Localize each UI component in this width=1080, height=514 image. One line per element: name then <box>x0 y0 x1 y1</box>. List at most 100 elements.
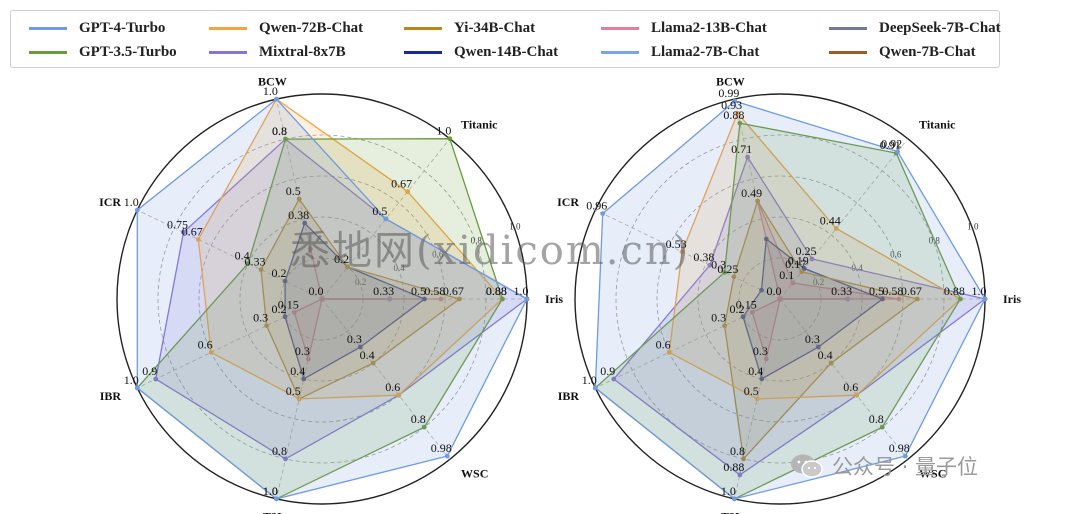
series-point <box>801 266 807 271</box>
series-point <box>735 110 740 116</box>
series-point <box>273 496 279 502</box>
radial-tick-label: 1.0 <box>967 222 979 232</box>
series-point <box>731 274 737 280</box>
series-area <box>293 248 441 362</box>
radial-tick-label: 0.2 <box>813 277 824 287</box>
series-point <box>679 249 685 255</box>
data-label: 0.4 <box>748 364 763 378</box>
series-point <box>264 323 269 329</box>
data-label: 0.33 <box>831 284 852 298</box>
series-area <box>155 138 529 460</box>
series-point <box>759 287 764 293</box>
axis-label: WSC <box>461 466 488 480</box>
data-label: 0.15 <box>278 297 299 311</box>
data-label: 0.3 <box>347 332 362 346</box>
legend-swatch <box>404 50 442 54</box>
data-label: 0.4 <box>290 364 305 378</box>
series-point <box>195 237 201 242</box>
series-point <box>421 424 427 430</box>
data-label: 0.0 <box>309 284 324 298</box>
series-area <box>136 98 528 500</box>
radial-tick-label: 0.4 <box>394 263 406 273</box>
data-label: 0.17 <box>785 257 806 271</box>
data-label: 0.67 <box>182 224 203 238</box>
legend-item: Llama2-13B-Chat <box>601 17 767 39</box>
data-label: 0.25 <box>795 244 816 258</box>
data-label: 0.3 <box>753 344 768 358</box>
series-point <box>456 296 462 302</box>
data-label: 0.6 <box>843 380 858 394</box>
radar-spoke <box>779 298 909 460</box>
series-point <box>396 392 402 398</box>
series-point <box>283 136 288 142</box>
series-point <box>737 472 743 478</box>
data-label: 1.0 <box>263 484 278 498</box>
axis-label: T2I <box>721 509 740 514</box>
legend-swatch <box>404 26 442 30</box>
series-point <box>438 296 444 302</box>
data-label: 0.58 <box>882 284 903 298</box>
series-point <box>958 296 963 302</box>
legend-swatch <box>209 26 247 30</box>
data-label: 1.0 <box>721 484 736 498</box>
data-label: 0.5 <box>286 184 301 198</box>
legend-item: Mixtral-8x7B <box>209 41 346 63</box>
data-label: 0.6 <box>385 380 400 394</box>
data-label: 0.25 <box>717 262 738 276</box>
legend-swatch <box>829 26 867 30</box>
axis-label: T2I <box>263 509 282 514</box>
series-point <box>153 376 159 382</box>
legend-label: Qwen-14B-Chat <box>454 43 559 60</box>
series-point <box>896 296 902 302</box>
series-point <box>370 360 376 366</box>
data-label: 1.0 <box>436 124 451 138</box>
data-label: 0.8 <box>411 412 426 426</box>
series-point <box>755 198 761 204</box>
data-label: 1.0 <box>514 284 529 298</box>
series-point <box>308 246 313 252</box>
data-label: 0.49 <box>741 186 762 200</box>
legend-label: Qwen-7B-Chat <box>879 43 976 60</box>
data-label: 1.0 <box>972 284 987 298</box>
series-point <box>422 296 427 302</box>
data-label: 0.0 <box>767 284 782 298</box>
radar-spoke <box>733 99 781 300</box>
series-point <box>722 269 727 275</box>
axis-label: BCW <box>258 75 287 89</box>
series-point <box>737 120 743 126</box>
radial-tick-label: 0.4 <box>852 263 864 273</box>
data-label: 0.5 <box>869 284 884 298</box>
series-point <box>982 296 988 302</box>
series-point <box>600 211 606 217</box>
series-point <box>282 314 288 320</box>
radar-spoke <box>275 99 323 300</box>
axis-label: Iris <box>545 292 563 306</box>
radial-tick-label: 0.6 <box>890 249 902 259</box>
series-point <box>592 385 598 391</box>
series-area <box>751 200 899 362</box>
data-label: 1.0 <box>263 84 278 98</box>
radar-spoke <box>137 298 323 389</box>
series-point <box>305 356 311 362</box>
series-point <box>914 296 920 302</box>
legend-swatch <box>601 26 639 30</box>
series-point <box>879 424 885 430</box>
data-label: 0.6 <box>198 337 213 351</box>
series-point <box>777 296 783 302</box>
legend-item: GPT-3.5-Turbo <box>29 41 177 63</box>
legend-swatch <box>209 50 247 54</box>
series-point <box>745 154 751 160</box>
data-label: 0.38 <box>693 250 714 264</box>
series-point <box>880 296 885 302</box>
radial-tick-label: 0.6 <box>432 249 444 259</box>
data-label: 0.88 <box>723 460 744 474</box>
axis-label: WSC <box>919 466 946 480</box>
series-point <box>759 376 765 382</box>
data-label: 0.4 <box>360 348 375 362</box>
legend-label: Llama2-13B-Chat <box>651 19 767 36</box>
series-point <box>296 196 302 202</box>
data-label: 1.0 <box>124 195 139 209</box>
legend-swatch <box>601 50 639 54</box>
series-point <box>282 278 288 284</box>
